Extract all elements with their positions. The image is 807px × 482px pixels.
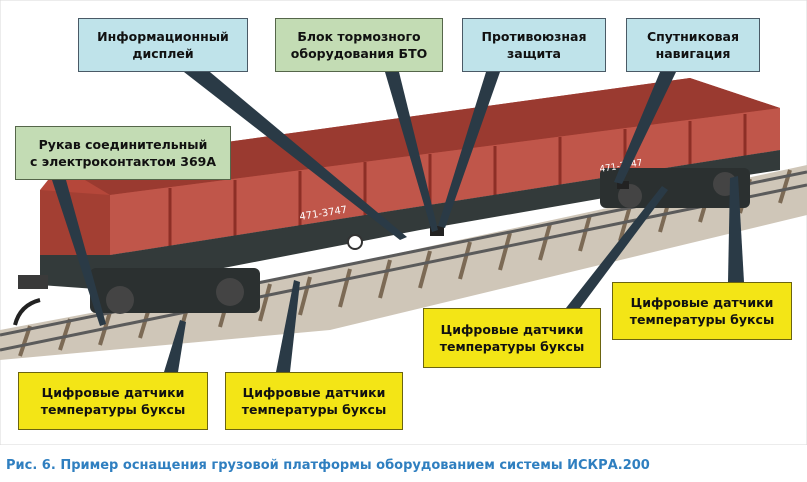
callout-sensor-right: Цифровые датчики температуры буксы	[612, 282, 792, 340]
leader-sensor-right	[728, 176, 744, 282]
callout-satnav: Спутниковая навигация	[626, 18, 760, 72]
callout-anti-theft: Противоюзная защита	[462, 18, 606, 72]
callout-hose: Рукав соединительный с электроконтактом …	[15, 126, 231, 180]
callout-sensor-center: Цифровые датчики температуры буксы	[423, 308, 601, 368]
leader-sensor-left1	[164, 320, 186, 372]
callout-sensor-left1: Цифровые датчики температуры буксы	[18, 372, 208, 430]
leader-anti-theft	[438, 72, 500, 228]
rail-near	[0, 183, 807, 352]
satnav-antenna-unit	[617, 181, 629, 189]
figure-caption: Рис. 6. Пример оснащения грузовой платфо…	[6, 458, 650, 473]
coupler	[13, 275, 48, 326]
leader-satnav	[614, 72, 676, 184]
wagon-side-wall	[110, 108, 780, 255]
leader-hose	[52, 180, 106, 326]
callout-bto-block: Блок тормозного оборудования БТО	[275, 18, 443, 72]
brake-wheel-icon	[347, 234, 363, 250]
callout-info-display: Информационный дисплей	[78, 18, 248, 72]
callout-sensor-left2: Цифровые датчики температуры буксы	[225, 372, 403, 430]
bto-block-unit	[430, 226, 444, 236]
wagon-frame	[40, 150, 780, 290]
callout-leader-lines	[52, 62, 744, 372]
leader-bto	[385, 72, 438, 232]
leader-info-display	[184, 62, 407, 240]
bogie-front	[600, 168, 750, 208]
leader-sensor-center	[566, 186, 668, 308]
wagon-deck	[60, 78, 780, 195]
leader-sensor-left2	[276, 280, 300, 372]
bogie-rear	[90, 268, 260, 314]
wagon-side-stakes	[168, 114, 747, 246]
freight-platform-illustration: 471-3747 471-3747	[0, 0, 807, 445]
